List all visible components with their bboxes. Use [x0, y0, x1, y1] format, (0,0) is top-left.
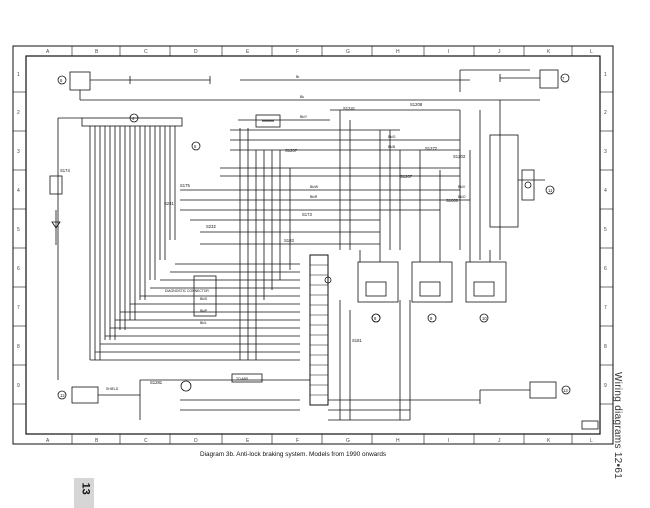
connector-label: S1203: [453, 154, 466, 159]
row-mark: 9: [17, 383, 20, 389]
col-mark: F: [296, 438, 299, 444]
col-mark: A: [46, 49, 50, 55]
page-number-tab: 13: [74, 478, 94, 508]
wire-code: Bk/B: [388, 145, 396, 149]
connector-label: S1207: [400, 174, 413, 179]
connector-label: S1241: [343, 106, 356, 111]
connector-label: S173: [302, 212, 312, 217]
connector-label: S231: [164, 201, 174, 206]
connector-label: S174: [60, 168, 70, 173]
to-abs-label: TO ABS: [236, 377, 249, 381]
col-mark: L: [590, 438, 593, 444]
row-mark: 8: [604, 344, 607, 350]
component-number: 4: [132, 116, 135, 121]
connector-label: S175: [180, 183, 190, 188]
component-number: 10: [482, 316, 487, 321]
connector-label: S1272: [425, 146, 438, 151]
col-mark: I: [448, 49, 449, 55]
row-mark: 7: [17, 305, 20, 311]
shield-label: SHIELD: [106, 387, 119, 391]
col-mark: D: [194, 438, 198, 444]
row-mark: 9: [604, 383, 607, 389]
connector-label: S181: [352, 338, 362, 343]
wire-code: Bk/S: [200, 297, 208, 301]
col-mark: K: [547, 438, 551, 444]
component-number: 13: [563, 388, 568, 393]
wire-code: Bk: [300, 95, 304, 99]
col-mark: G: [346, 438, 350, 444]
col-mark: E: [246, 49, 250, 55]
connector-label: S1208: [410, 102, 423, 107]
col-mark: J: [498, 49, 501, 55]
col-mark: C: [144, 49, 148, 55]
connector-label: S183: [284, 238, 294, 243]
component-number: 8: [374, 316, 377, 321]
component-number: 11: [548, 188, 553, 193]
col-mark: D: [194, 49, 198, 55]
col-mark: G: [346, 49, 350, 55]
component-number: 5: [194, 144, 197, 149]
component-number: 7: [562, 76, 565, 81]
row-mark: 6: [17, 266, 20, 272]
col-mark: A: [46, 438, 50, 444]
component-number: 6: [60, 78, 63, 83]
page-number: 13: [79, 482, 92, 495]
wire-code: Bk/Y: [300, 115, 308, 119]
component-number: 12: [60, 393, 65, 398]
wire-code: Bk/R: [310, 195, 318, 199]
wire-code: Bk/O: [458, 195, 466, 199]
row-mark: 7: [604, 305, 607, 311]
diagnostic-connector-label: DIAGNOSTIC CONNECTOR: [165, 289, 209, 293]
page-side-title: Wiring diagrams 12•61: [612, 372, 623, 480]
row-mark: 1: [17, 72, 20, 78]
col-mark: J: [498, 438, 501, 444]
row-mark: 5: [17, 227, 20, 233]
diagram-caption: Diagram 3b. Anti-lock braking system. Mo…: [200, 451, 387, 458]
col-mark: K: [547, 49, 551, 55]
wire-code: Bk/V: [458, 185, 466, 189]
connector-label: S232: [206, 224, 216, 229]
wire-code: Bk/P: [200, 309, 208, 313]
col-mark: B: [95, 49, 99, 55]
row-mark: 6: [604, 266, 607, 272]
row-mark: 2: [604, 110, 607, 116]
wire-code: Bk/W: [310, 185, 319, 189]
row-mark: 3: [604, 149, 607, 155]
row-mark: 8: [17, 344, 20, 350]
wire-code: Bk/L: [200, 321, 207, 325]
connector-label: S1000: [446, 198, 459, 203]
col-mark: F: [296, 49, 299, 55]
row-mark: 4: [604, 188, 607, 194]
component-number: 9: [430, 316, 433, 321]
row-mark: 4: [17, 188, 20, 194]
connector-label: S1281: [150, 380, 163, 385]
col-mark: I: [448, 438, 449, 444]
connector-label: S1207: [285, 148, 298, 153]
col-mark: B: [95, 438, 99, 444]
row-mark: 3: [17, 149, 20, 155]
col-mark: H: [396, 438, 400, 444]
row-mark: 2: [17, 110, 20, 116]
col-mark: H: [396, 49, 400, 55]
wire-code: Br: [296, 75, 300, 79]
col-mark: C: [144, 438, 148, 444]
row-mark: 5: [604, 227, 607, 233]
row-mark: 1: [604, 72, 607, 78]
wire-code: Bk/G: [388, 135, 396, 139]
col-mark: E: [246, 438, 250, 444]
col-mark: L: [590, 49, 593, 55]
